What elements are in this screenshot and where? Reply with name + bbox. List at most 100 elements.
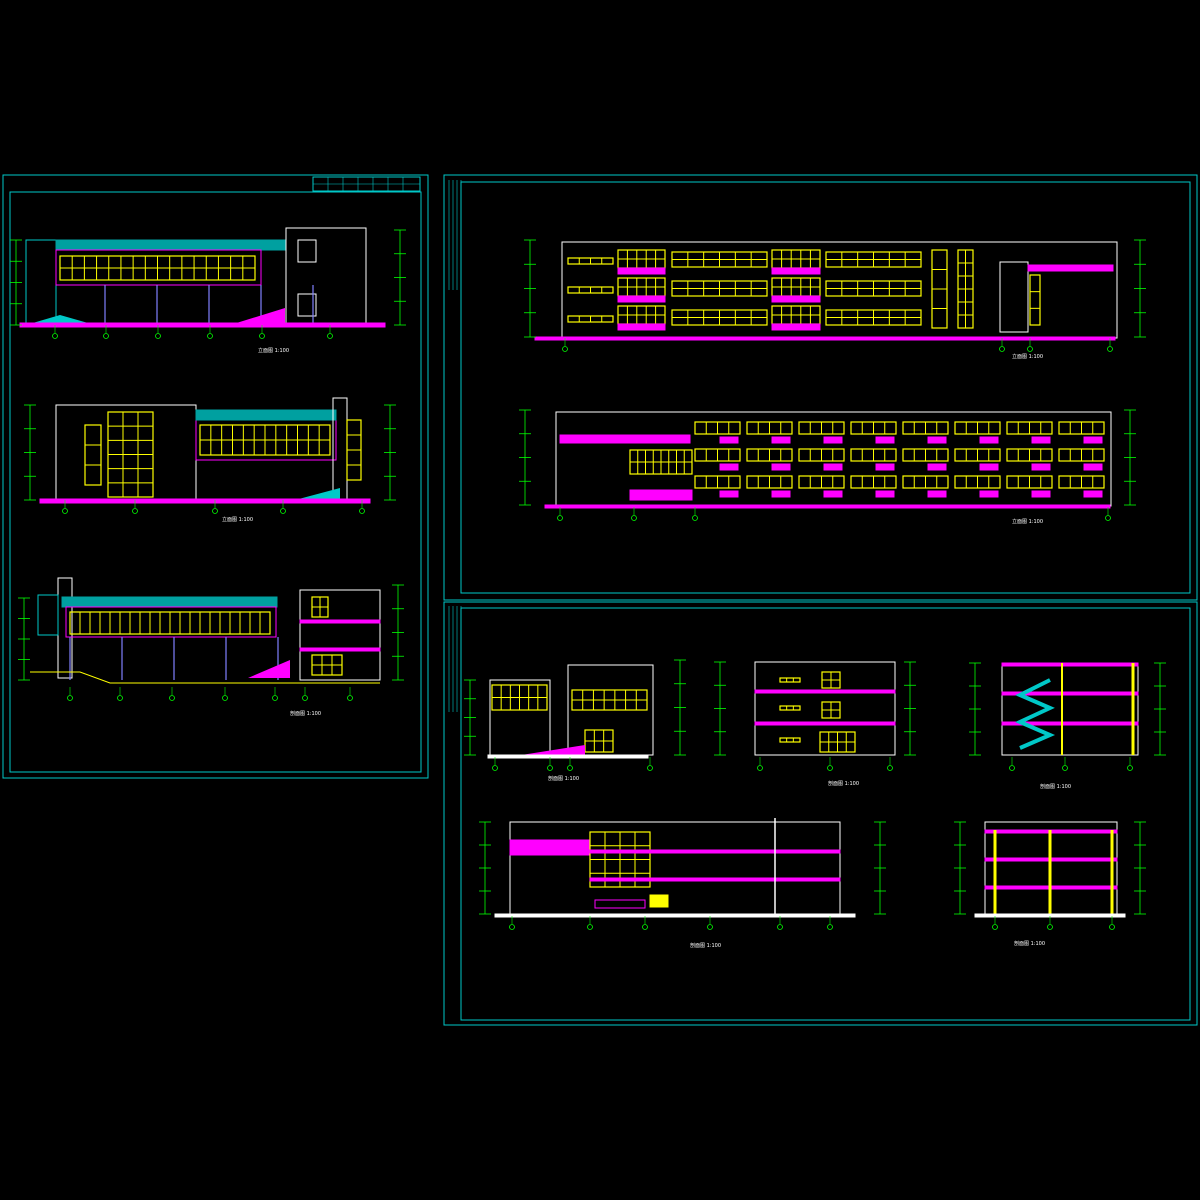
grid-axis-bubble [347,695,353,701]
balcony-slab [617,323,666,331]
sa-ground [487,754,649,759]
side-window [297,239,317,263]
caption-section-long: 剖面图 1:100 [290,711,321,717]
grid-axis-bubble [757,765,763,771]
elev4-panel [927,436,947,444]
sc-stair [1015,678,1056,750]
caption-section-d: 剖面图 1:100 [690,943,721,949]
sd-ground [494,913,856,918]
grid-axis-bubble [132,508,138,514]
elev4-ground [544,504,1111,509]
window-band [1029,274,1041,326]
elev3-ground [534,336,1116,341]
elev4-band [559,434,691,444]
grid-axis-bubble [1047,924,1053,930]
section-slab [299,619,381,624]
sheet-top-right-inner-frame [460,181,1191,594]
elev4-panel [1083,463,1103,471]
balcony-slab [771,323,821,331]
upper-floor [55,249,262,286]
sb-outline [754,661,896,756]
grid-axis-bubble [1109,924,1115,930]
window-band [84,424,102,486]
caption-elevation-3: 立面图 1:100 [1012,354,1043,360]
section-rail [37,594,59,636]
elev4-band [629,489,693,501]
stair-tower [25,239,57,326]
ground-line-2 [39,498,371,504]
grid-axis-bubble [207,333,213,339]
elev3-stair [999,261,1029,333]
section-roof [61,596,278,608]
grid-axis-bubble [557,515,563,521]
elev3-canopy [1027,264,1114,272]
caption-elevation-4: 立面图 1:100 [1012,519,1043,525]
elev4-panel [875,436,895,444]
elev4-panel [1031,490,1051,498]
elev4-panel [927,463,947,471]
grid-axis-bubble [827,765,833,771]
caption-elevation-1: 立面图 1:100 [258,348,289,354]
grid-axis-bubble [999,346,1005,352]
grid-axis-bubble [567,765,573,771]
sd-door [649,894,669,908]
grid-axis-bubble [692,515,698,521]
grid-axis-bubble [302,695,308,701]
sb-slab [754,689,896,694]
grid-axis-bubble [1105,515,1111,521]
grid-axis-bubble [1009,765,1015,771]
sb-slab [754,721,896,726]
grid-axis-bubble [1107,346,1113,352]
grid-axis-bubble [103,333,109,339]
sd-slab [589,877,841,882]
grid-axis-bubble [62,508,68,514]
window-band [779,677,801,683]
grid-axis-bubble [547,765,553,771]
elev4-panel [979,463,999,471]
grid-axis-bubble [992,924,998,930]
balcony-slab [771,267,821,275]
drawing-content [10,227,1166,930]
section-slab [299,647,381,652]
grid-axis-bubble [707,924,713,930]
elev4-panel [1031,436,1051,444]
elev4-panel [1031,463,1051,471]
grid-axis-bubble [777,924,783,930]
grid-axis-bubble [169,695,175,701]
sheet-frames [2,174,1198,1026]
sc-outline [1001,662,1139,756]
elev4-panel [719,463,739,471]
elev4-panel [875,463,895,471]
caption-section-c: 剖面图 1:100 [1040,784,1071,790]
grid-axis-bubble [492,765,498,771]
grid-axis-bubble [67,695,73,701]
elev4-panel [927,490,947,498]
balcony-slab [617,295,666,303]
section-stair-flight [248,660,290,678]
grid-axis-bubble [887,765,893,771]
grid-axis-bubble [117,695,123,701]
sd-slab [589,849,841,854]
elev4-panel [771,463,791,471]
side-door [297,293,317,317]
elev4-panel [979,490,999,498]
elev4-panel [771,490,791,498]
caption-section-b: 剖面图 1:100 [828,781,859,787]
balcony-slab [771,295,821,303]
grid-axis-bubble [359,508,365,514]
sc-slab [1001,721,1139,726]
elev4-panel [719,436,739,444]
sc-slab [1001,662,1139,667]
grid-axis-bubble [272,695,278,701]
grid-axis-bubble [1027,346,1033,352]
grid-axis-bubble [827,924,833,930]
grid-axis-bubble [509,924,515,930]
window-band [779,705,801,711]
bridge-roof [195,409,337,421]
elev4-panel [1083,490,1103,498]
caption-section-a: 剖面图 1:100 [548,776,579,782]
stair-ramp [230,308,285,325]
grid-axis-bubble [222,695,228,701]
grid-axis-bubble [212,508,218,514]
